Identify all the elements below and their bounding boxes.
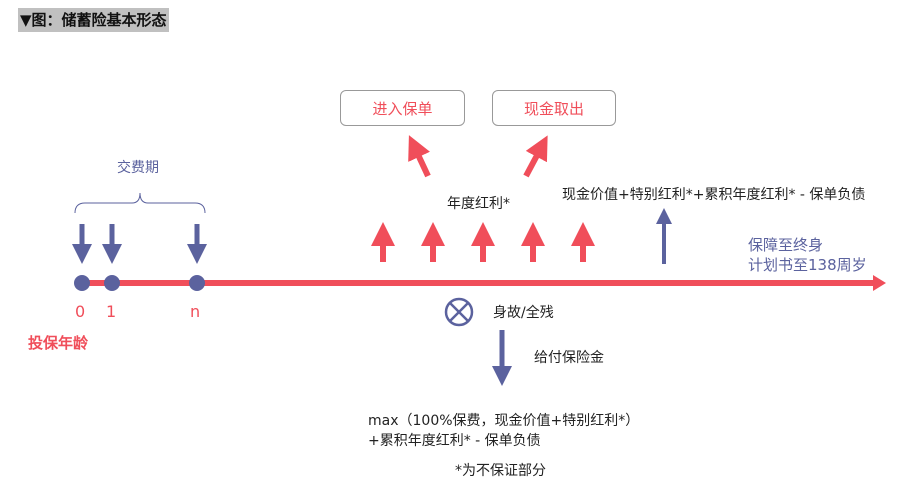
death-label: 身故/全残 (493, 305, 554, 321)
bonus-arrows (371, 135, 595, 262)
cash-value-formula: 现金价值+特别红利*+累积年度红利* - 保单负债 (562, 187, 866, 203)
payment-arrows (72, 224, 207, 264)
death-icon (444, 297, 474, 327)
tick-n: n (190, 302, 201, 321)
timeline-axis (75, 275, 886, 291)
note: *为不保证部分 (455, 463, 546, 479)
timeline-dots (74, 275, 205, 291)
tick-1: 1 (106, 302, 117, 321)
coverage-label: 保障至终身 (748, 236, 824, 254)
enter-policy-box: 进入保单 (340, 90, 465, 126)
payment-brace (74, 192, 206, 214)
insured-age-label: 投保年龄 (28, 334, 89, 352)
payout-formula-line1: max（100%保费，现金价值+特别红利*） (368, 413, 640, 429)
payout-label: 给付保险金 (534, 350, 604, 366)
payment-period-label: 交费期 (117, 160, 159, 176)
tick-0: 0 (75, 302, 86, 321)
plan-age-label: 计划书至138周岁 (748, 256, 867, 274)
payout-formula-line2: +累积年度红利* - 保单负债 (368, 433, 541, 449)
figure-title: ▼图：储蓄险基本形态 (18, 8, 169, 32)
annual-bonus-label: 年度红利* (447, 196, 510, 212)
cash-withdraw-box: 现金取出 (492, 90, 616, 126)
